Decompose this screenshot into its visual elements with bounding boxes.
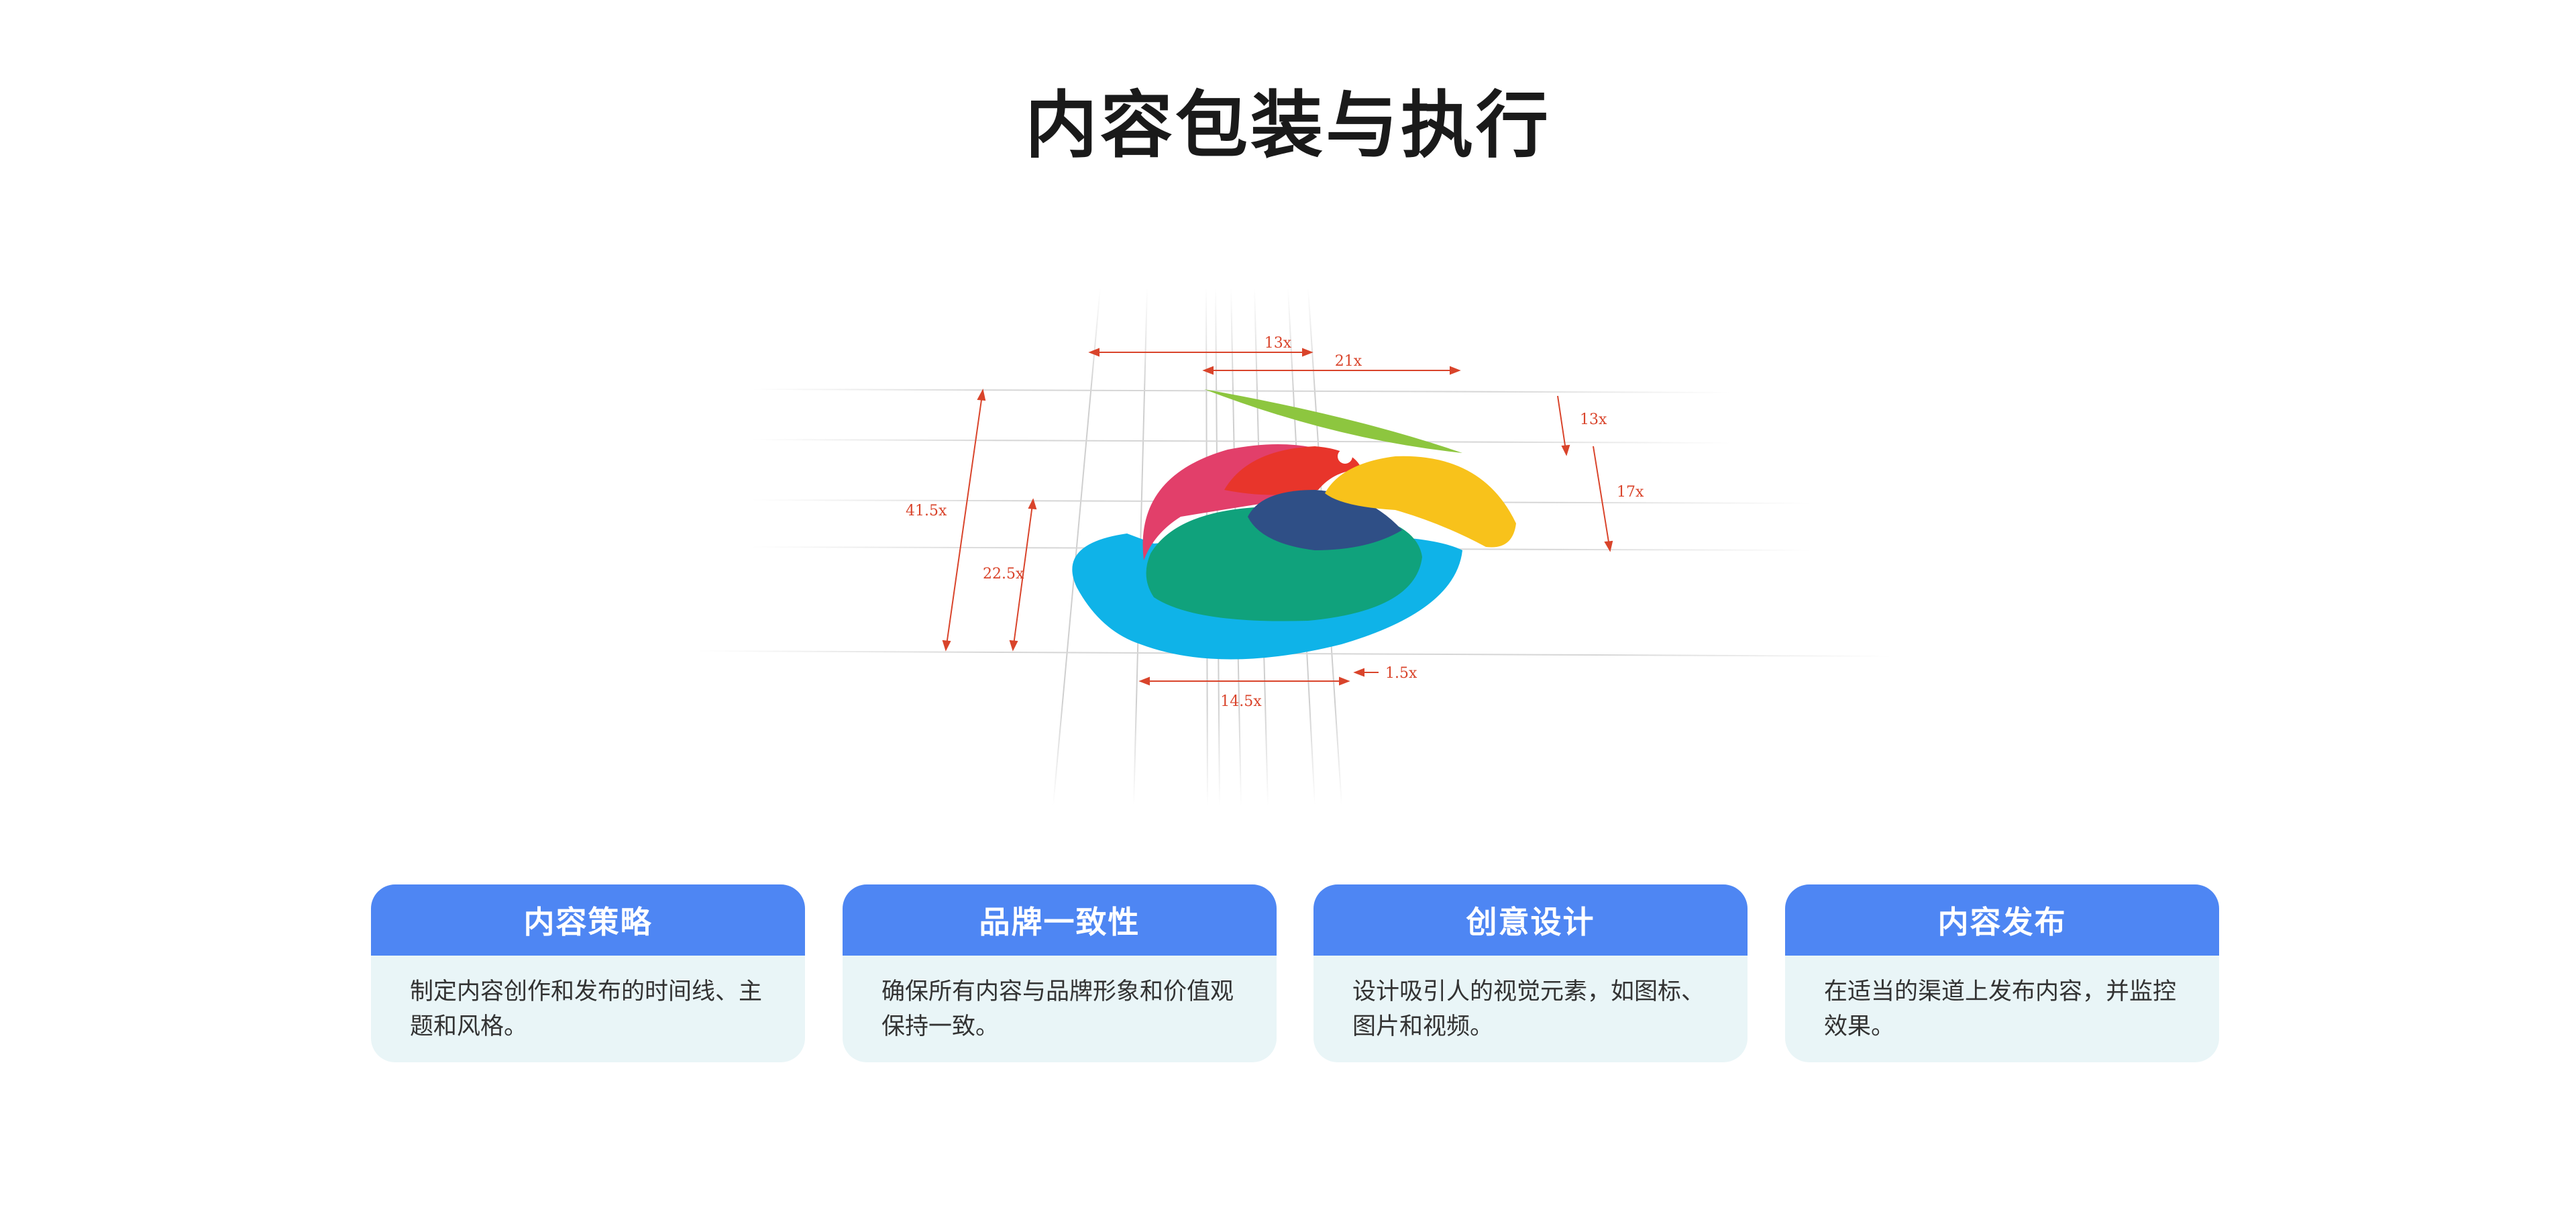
- card-description: 确保所有内容与品牌形象和价值观保持一致。: [881, 978, 1234, 1040]
- card-title: 创意设计: [1313, 884, 1748, 956]
- measurement-guides: [942, 348, 1613, 686]
- measure-label-left-inner: 22.5x: [983, 566, 1024, 582]
- feature-cards: 内容策略 制定内容创作和发布的时间线、主题和风格。 品牌一致性 确保所有内容与品…: [371, 884, 2219, 1062]
- card-description: 制定内容创作和发布的时间线、主题和风格。: [410, 978, 763, 1040]
- card-brand-consistency: 品牌一致性 确保所有内容与品牌形象和价值观保持一致。: [843, 884, 1277, 1062]
- measure-label-upper: 21x: [1335, 353, 1362, 370]
- measure-label-left-outer: 41.5x: [906, 503, 947, 519]
- logo-illustration: 13x 21x 13x 17x 41.5x 22.5x 14.5x 1.5x: [671, 268, 1905, 819]
- card-creative-design: 创意设计 设计吸引人的视觉元素，如图标、图片和视频。: [1313, 884, 1748, 1062]
- measure-label-right-top: 13x: [1580, 411, 1607, 428]
- card-title: 内容发布: [1785, 884, 2219, 956]
- page-title: 内容包装与执行: [1024, 84, 1551, 168]
- card-content-publishing: 内容发布 在适当的渠道上发布内容，并监控效果。: [1785, 884, 2219, 1062]
- swirl-logo-icon: [1072, 389, 1516, 660]
- measure-label-bottom-right: 1.5x: [1385, 665, 1417, 682]
- measure-label-right: 17x: [1617, 484, 1644, 501]
- measure-label-bottom: 14.5x: [1220, 693, 1262, 710]
- logo-measurement-svg: 13x 21x 13x 17x 41.5x 22.5x 14.5x 1.5x: [697, 288, 1892, 806]
- card-content-strategy: 内容策略 制定内容创作和发布的时间线、主题和风格。: [371, 884, 805, 1062]
- card-title: 内容策略: [371, 884, 805, 956]
- card-title: 品牌一致性: [843, 884, 1277, 956]
- card-description: 设计吸引人的视觉元素，如图标、图片和视频。: [1352, 978, 1705, 1040]
- measure-label-top: 13x: [1265, 335, 1292, 352]
- card-description: 在适当的渠道上发布内容，并监控效果。: [1824, 978, 2177, 1040]
